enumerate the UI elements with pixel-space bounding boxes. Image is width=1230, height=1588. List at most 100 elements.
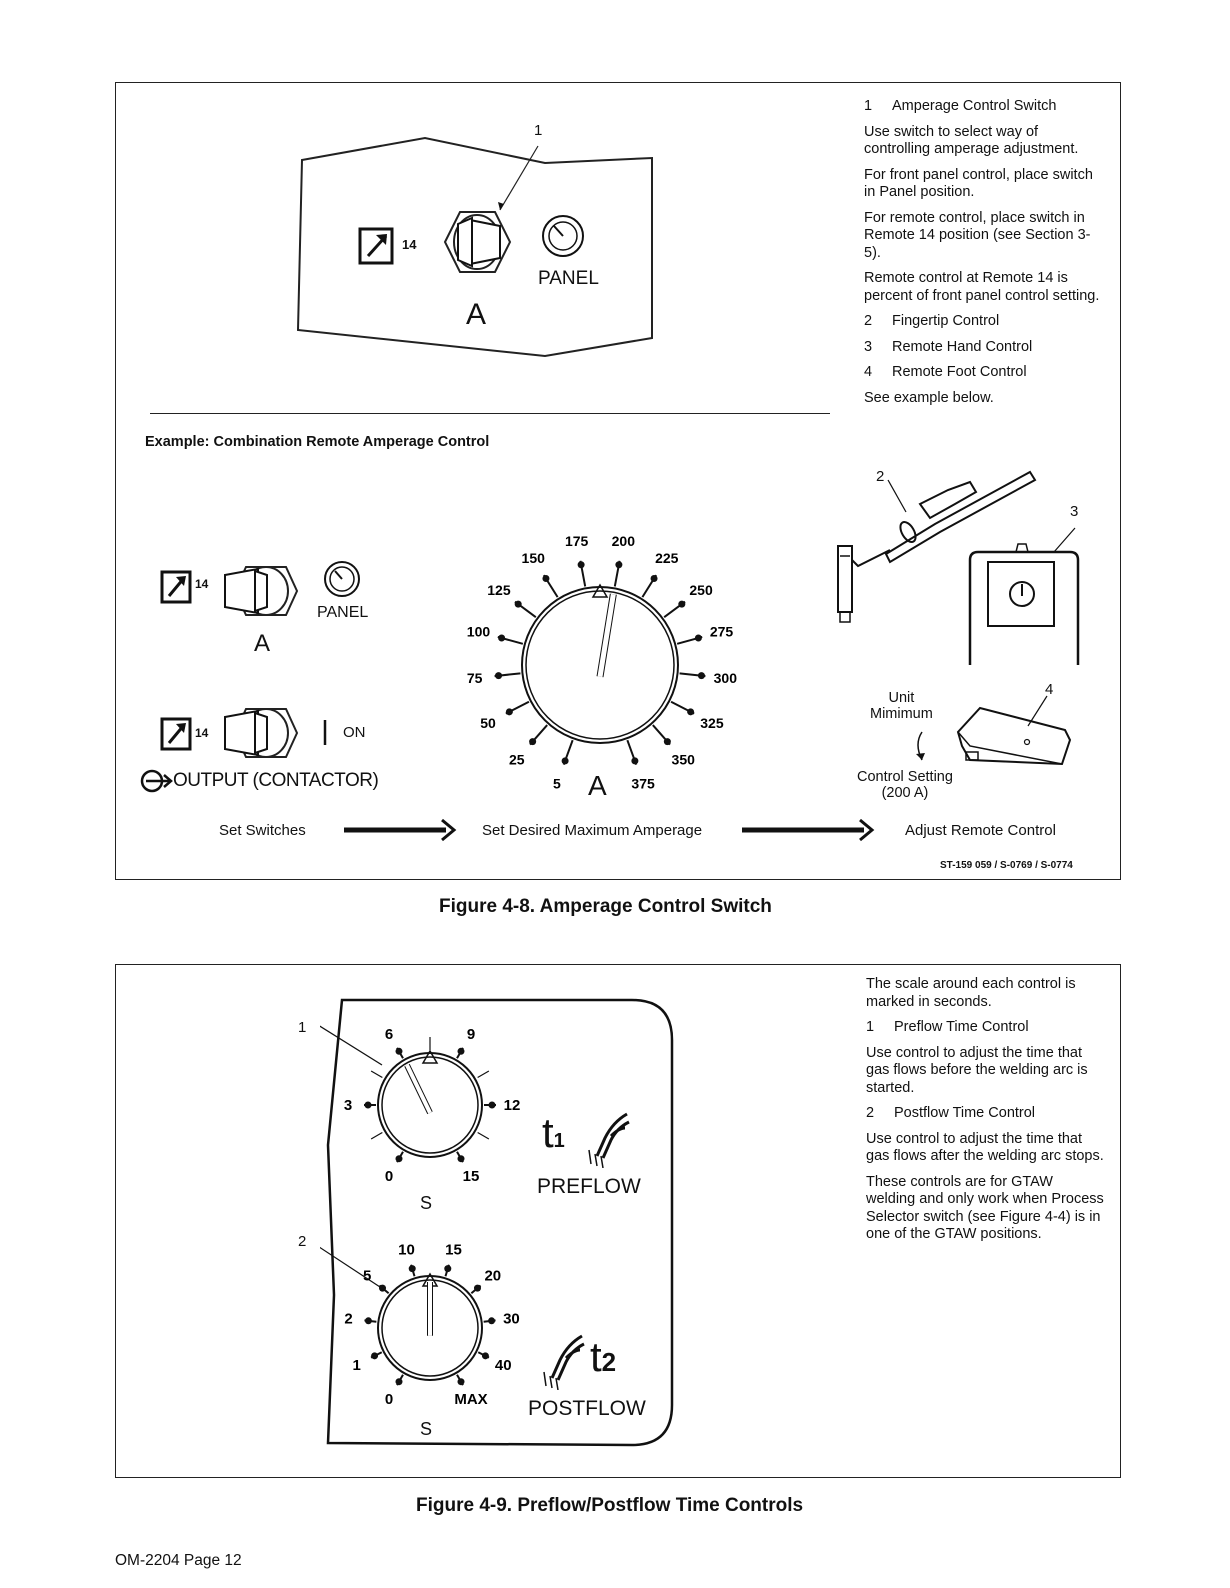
dial-tick-label: 25 — [509, 752, 525, 768]
contactor-switch-icon — [224, 708, 299, 758]
panel-knob-icon — [324, 561, 360, 597]
remote-14-label: 14 — [195, 726, 209, 740]
example-title: Example: Combination Remote Amperage Con… — [145, 434, 490, 450]
dial-tick-label: 300 — [714, 670, 738, 686]
dial-minor-tick — [370, 1070, 383, 1079]
hand-control-icon — [968, 543, 1080, 665]
dial-tick-mark — [395, 1155, 403, 1163]
callout-4: 4 — [1045, 681, 1054, 698]
panel-label: PANEL — [317, 604, 369, 621]
amperage-label: A — [254, 630, 271, 657]
paragraph: These controls are for GTAW welding and … — [866, 1173, 1104, 1243]
dial-tick-label: 175 — [565, 533, 589, 549]
output-icon — [140, 769, 173, 793]
dial-tick-mark — [697, 672, 705, 680]
figure-4-9-frame — [115, 964, 1121, 1478]
amperage-panel-drawing — [296, 136, 653, 358]
panel-knob-icon — [542, 215, 584, 257]
figure-4-8-frame — [115, 82, 1121, 880]
callout-3: 3 — [1070, 503, 1079, 520]
dial-tick-mark — [650, 574, 658, 582]
callout-2: 2 — [876, 468, 885, 485]
dial-tick-label: 3 — [344, 1097, 352, 1114]
step-adjust-remote: Adjust Remote Control — [905, 822, 1056, 839]
divider — [150, 413, 830, 414]
dial-tick-mark — [514, 600, 522, 608]
dial-unit-label: A — [588, 770, 607, 801]
dial-tick-label: 350 — [672, 752, 696, 768]
gas-flow-icon — [588, 1112, 630, 1168]
remote-controls-drawing — [837, 470, 1080, 766]
remote-arrow-icon — [160, 717, 192, 751]
paragraph: For front panel control, place switch in… — [864, 166, 1093, 201]
paragraph: Use control to adjust the time that gas … — [866, 1044, 1088, 1096]
dial-tick-label: 5 — [553, 775, 561, 791]
dial-tick-mark — [364, 1101, 372, 1109]
paragraph: Use switch to select way of controlling … — [864, 123, 1079, 158]
dial-pointer — [597, 593, 616, 678]
dial-tick-label: 0 — [385, 1168, 393, 1185]
dial-tick-mark — [663, 738, 671, 746]
see-example: See example below. — [864, 389, 994, 406]
dial-tick-label: 2 — [344, 1310, 352, 1327]
dial-tick-mark — [364, 1317, 372, 1325]
dial-ring — [377, 1275, 483, 1381]
paragraph: For remote control, place switch in Remo… — [864, 209, 1091, 261]
reference-number: ST-159 059 / S-0769 / S-0774 — [940, 860, 1073, 871]
dial-tick-mark — [457, 1378, 465, 1386]
paragraph: The scale around each control is marked … — [866, 976, 1076, 1010]
dial-tick-mark — [488, 1101, 496, 1109]
gas-flow-icon — [543, 1334, 585, 1390]
postflow-t-symbol: t2 — [590, 1333, 617, 1380]
callout-1: 1 — [534, 122, 543, 139]
remote-14-label: 14 — [402, 237, 417, 252]
dial-tick-mark — [561, 757, 569, 765]
panel-label: PANEL — [538, 268, 599, 289]
figure-4-9-caption: Figure 4-9. Preflow/Postflow Time Contro… — [416, 1495, 804, 1516]
preflow-t-symbol: t1 — [542, 1109, 565, 1156]
dial-tick-mark — [631, 757, 639, 765]
dial-tick-label: 1 — [353, 1357, 361, 1374]
unit-minimum-label: Unit Mimimum — [870, 690, 933, 722]
fig9-description: The scale around each control is marked … — [866, 976, 1106, 1252]
dial-ring — [377, 1052, 483, 1158]
dial-tick-mark — [495, 672, 503, 680]
control-setting-label: Control Setting (200 A) — [857, 769, 953, 801]
amperage-label: A — [466, 298, 487, 331]
dial-index-mark — [591, 583, 609, 598]
dial-pointer — [405, 1064, 432, 1114]
postflow-unit-label: S — [420, 1419, 433, 1439]
dial-tick-mark — [395, 1378, 403, 1386]
dial-tick-mark — [529, 738, 537, 746]
dial-tick-mark — [444, 1265, 452, 1273]
dial-tick-mark — [488, 1317, 496, 1325]
dial-tick-label: 40 — [495, 1357, 512, 1374]
postflow-label: POSTFLOW — [528, 1397, 646, 1420]
dial-tick-mark — [542, 574, 550, 582]
dial-tick-label: 375 — [631, 775, 655, 791]
callout-2: 2 — [298, 1233, 307, 1250]
example-switches-drawing — [140, 561, 360, 793]
dial-tick-label: 125 — [487, 582, 511, 598]
dial-tick-label: 100 — [467, 624, 491, 640]
dial-tick-mark — [379, 1284, 387, 1292]
amperage-switch-icon — [224, 566, 299, 616]
arrow-icon — [742, 818, 875, 842]
dial-tick-mark — [694, 634, 702, 642]
dial-tick-label: 325 — [700, 715, 724, 731]
paragraph: Remote control at Remote 14 is percent o… — [864, 270, 1100, 304]
remote-arrow-icon — [160, 570, 192, 604]
output-contactor-label: OUTPUT (CONTACTOR) — [173, 770, 379, 791]
dial-tick-mark — [408, 1265, 416, 1273]
dial-tick-mark — [687, 708, 695, 716]
paragraph: Use control to adjust the time that gas … — [866, 1130, 1104, 1165]
preflow-label: PREFLOW — [537, 1175, 641, 1198]
